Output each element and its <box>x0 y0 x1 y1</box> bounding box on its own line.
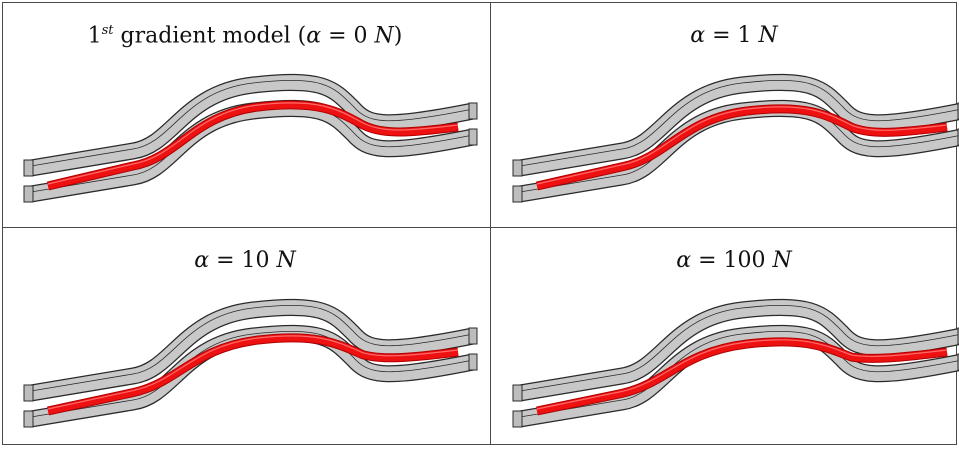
horizontal-divider <box>3 227 956 228</box>
panel-alpha-0: 1st gradient model (α = 0 N) <box>3 3 487 225</box>
upper-rail <box>518 75 959 176</box>
beam <box>47 101 459 190</box>
panel-title: α = 10 N <box>194 248 296 273</box>
clamp-beam-illustration <box>23 73 478 203</box>
clamp-beam-illustration <box>23 298 478 428</box>
beam <box>536 105 948 190</box>
panel-alpha-10: α = 10 N <box>3 228 487 450</box>
lower-rail-left-cap <box>512 185 523 203</box>
upper-rail <box>29 300 475 401</box>
lower-rail-left-cap <box>23 410 34 428</box>
beam-highlight <box>47 335 459 410</box>
beam <box>536 338 948 415</box>
beam-highlight <box>536 339 948 410</box>
lower-rail-left-cap <box>23 185 34 203</box>
panel-alpha-100: α = 100 N <box>492 228 959 450</box>
panel-title: 1st gradient model (α = 0 N) <box>87 23 403 49</box>
panel-title: α = 1 N <box>690 23 778 48</box>
upper-rail <box>29 75 475 176</box>
upper-rail <box>518 300 959 401</box>
upper-rail-left-cap <box>23 384 34 402</box>
upper-rail-right-cap <box>468 102 478 120</box>
beam-highlight <box>536 106 948 185</box>
upper-rail-left-cap <box>512 384 523 402</box>
beam <box>47 334 459 415</box>
upper-rail-right-cap <box>468 327 478 345</box>
upper-rail-edge <box>30 80 474 167</box>
upper-rail-edge <box>30 305 474 392</box>
lower-rail-left-cap <box>512 410 523 428</box>
beam-highlight <box>47 102 459 185</box>
upper-rail-left-cap <box>512 159 523 177</box>
upper-rail-edge <box>519 80 959 167</box>
panel-alpha-1: α = 1 N <box>492 3 959 225</box>
lower-rail-right-cap <box>468 353 478 371</box>
clamp-beam-illustration <box>512 298 959 428</box>
panel-title: α = 100 N <box>676 248 792 273</box>
upper-rail-edge <box>519 305 959 392</box>
vertical-divider <box>490 3 491 444</box>
upper-rail-left-cap <box>23 159 34 177</box>
lower-rail-right-cap <box>468 128 478 146</box>
clamp-beam-illustration <box>512 73 959 203</box>
